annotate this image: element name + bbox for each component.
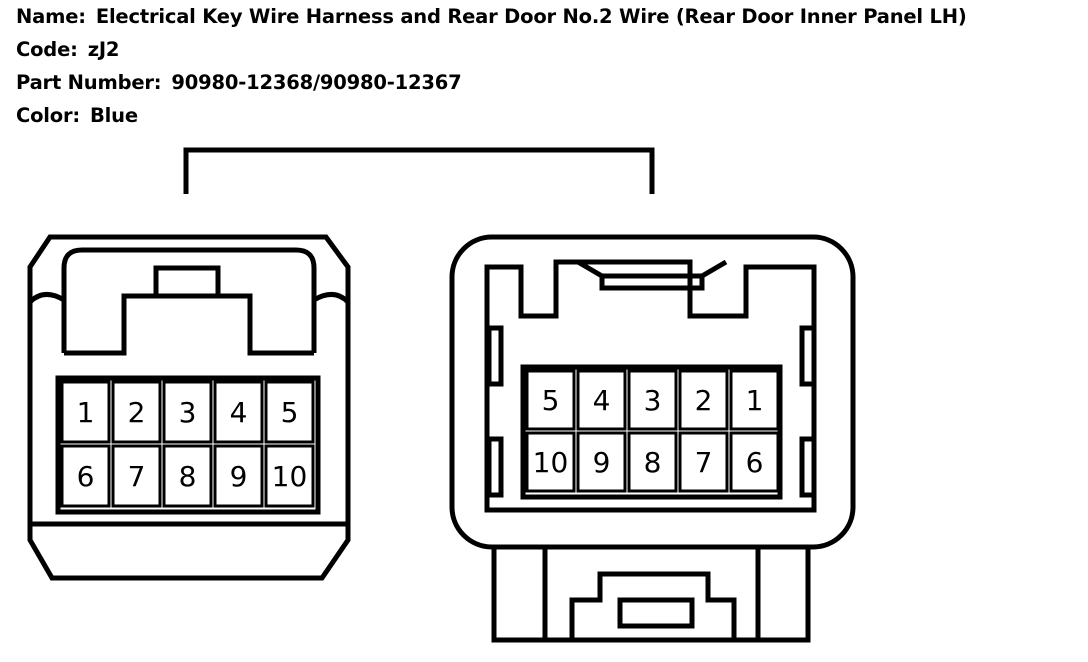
- left-pin-cell: [162, 444, 213, 508]
- color-label: Color:: [16, 104, 81, 127]
- right-pin-cell: [576, 369, 627, 431]
- right-pin-number: 9: [593, 446, 611, 479]
- right-pin-frame: [520, 364, 783, 500]
- right-pin-cell: [627, 431, 678, 493]
- left-pin-number: 2: [128, 396, 146, 429]
- left-pin-cell: [111, 380, 162, 444]
- left-pin-number: 5: [281, 396, 299, 429]
- code-label: Code:: [16, 38, 78, 61]
- code-value: zJ2: [87, 38, 120, 61]
- color-row: Color: Blue: [16, 99, 967, 132]
- left-pin-number: 1: [77, 396, 95, 429]
- right-pin-number: 3: [644, 384, 662, 417]
- part-number-row: Part Number: 90980-12368/90980-12367: [16, 66, 967, 99]
- right-pin-cell: [525, 431, 576, 493]
- left-pin-number: 6: [77, 460, 95, 493]
- right-pin-number: 1: [746, 384, 764, 417]
- left-pin-cell: [264, 380, 315, 444]
- right-pin-cell: [627, 369, 678, 431]
- left-pin-number: 7: [128, 460, 146, 493]
- left-pin-cell: [162, 380, 213, 444]
- right-pin-number: 7: [695, 446, 713, 479]
- right-pin-cell: [678, 369, 729, 431]
- left-pin-frame: [55, 375, 321, 515]
- part-number-label: Part Number:: [16, 71, 162, 94]
- left-pin-cell: [213, 380, 264, 444]
- right-pin-number: 5: [542, 384, 560, 417]
- right-pin-number: 2: [695, 384, 713, 417]
- left-pin-cell: [264, 444, 315, 508]
- left-pin-number: 10: [272, 460, 308, 493]
- name-row: Name: Electrical Key Wire Harness and Rea…: [16, 0, 967, 33]
- part-number-value: 90980-12368/90980-12367: [171, 71, 462, 94]
- left-pin-cell: [60, 444, 111, 508]
- right-connector-housing: [449, 234, 856, 643]
- left-pin-number: 8: [179, 460, 197, 493]
- right-pin-cell: [678, 431, 729, 493]
- connector-info: Name: Electrical Key Wire Harness and Rea…: [16, 0, 967, 132]
- right-pin-cell: [525, 369, 576, 431]
- left-pin-number: 4: [230, 396, 248, 429]
- left-pin-cell: [111, 444, 162, 508]
- left-pin-cell: [213, 444, 264, 508]
- right-pin-cell: [729, 431, 780, 493]
- color-value: Blue: [90, 104, 138, 127]
- right-pin-number: 10: [533, 446, 569, 479]
- right-pin-cell: [729, 369, 780, 431]
- right-pin-number: 6: [746, 446, 764, 479]
- left-pin-number: 9: [230, 460, 248, 493]
- left-pin-number: 3: [179, 396, 197, 429]
- right-pin-number: 8: [644, 446, 662, 479]
- mating-bracket: [183, 147, 655, 194]
- left-connector-housing: [27, 234, 351, 581]
- name-value: Electrical Key Wire Harness and Rear Doo…: [95, 5, 967, 28]
- right-pin-number: 4: [593, 384, 611, 417]
- code-row: Code: zJ2: [16, 33, 967, 66]
- name-label: Name:: [16, 5, 86, 28]
- left-pin-cell: [60, 380, 111, 444]
- right-pin-cell: [576, 431, 627, 493]
